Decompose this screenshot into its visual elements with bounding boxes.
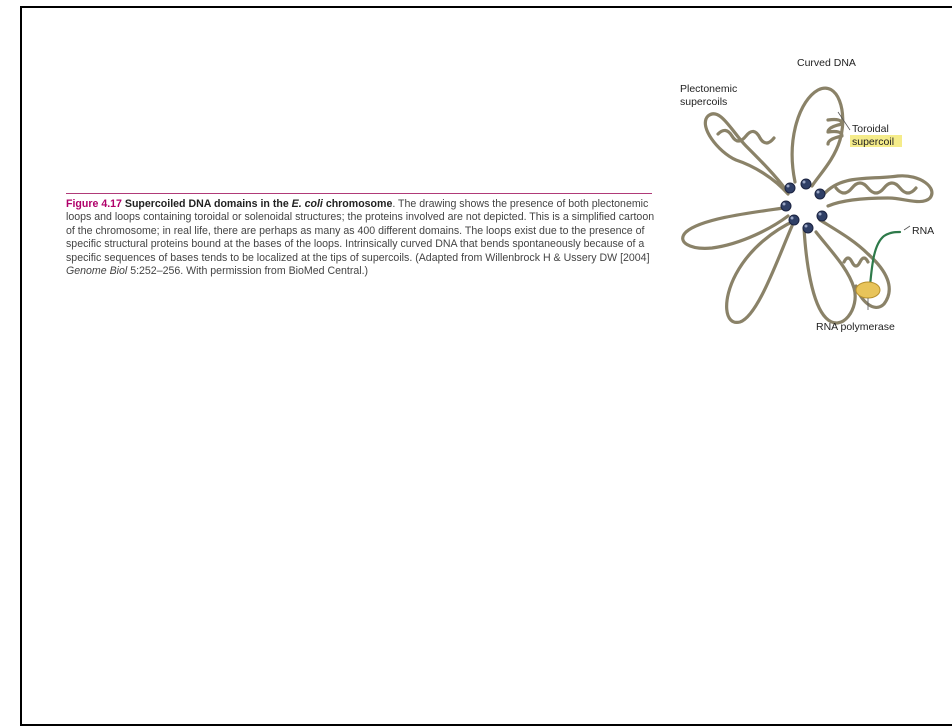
figure-caption: Figure 4.17 Supercoiled DNA domains in t… [66, 198, 656, 278]
label-toroidal: Toroidal [852, 123, 889, 135]
dna-domains-figure: Curved DNA Plectonemic supercoils Toroid… [660, 48, 952, 348]
caption-citation: 5:252–256. With permission from BioMed C… [127, 265, 368, 277]
bottom-left-loop [727, 220, 796, 322]
label-rna-polymerase: RNA polymerase [816, 321, 895, 333]
protein-node [801, 179, 811, 189]
bottom-loop [804, 228, 855, 323]
solenoid-coil [844, 258, 868, 266]
protein-node [817, 211, 827, 221]
protein-node [781, 201, 791, 211]
label-supercoils: supercoils [680, 96, 727, 108]
protein-node [785, 183, 795, 193]
organism-name: E. coli [292, 198, 323, 210]
dna-diagram: Curved DNA Plectonemic supercoils Toroid… [660, 48, 952, 348]
journal-name: Genome Biol [66, 265, 127, 277]
protein-node [815, 189, 825, 199]
left-loop [683, 208, 788, 248]
figure-number: Figure 4.17 [66, 198, 122, 210]
caption-rule [66, 193, 652, 194]
label-plectonemic: Plectonemic [680, 83, 737, 95]
label-curved-dna: Curved DNA [797, 57, 856, 69]
protein-node [803, 223, 813, 233]
protein-node [789, 215, 799, 225]
figure-title: Supercoiled DNA domains in the E. coli c… [125, 198, 392, 210]
label-supercoil: supercoil [852, 136, 894, 148]
plectonemic-loop-upper-left [705, 114, 788, 194]
label-rna: RNA [912, 225, 934, 237]
rna-polymerase-shape [856, 282, 880, 298]
